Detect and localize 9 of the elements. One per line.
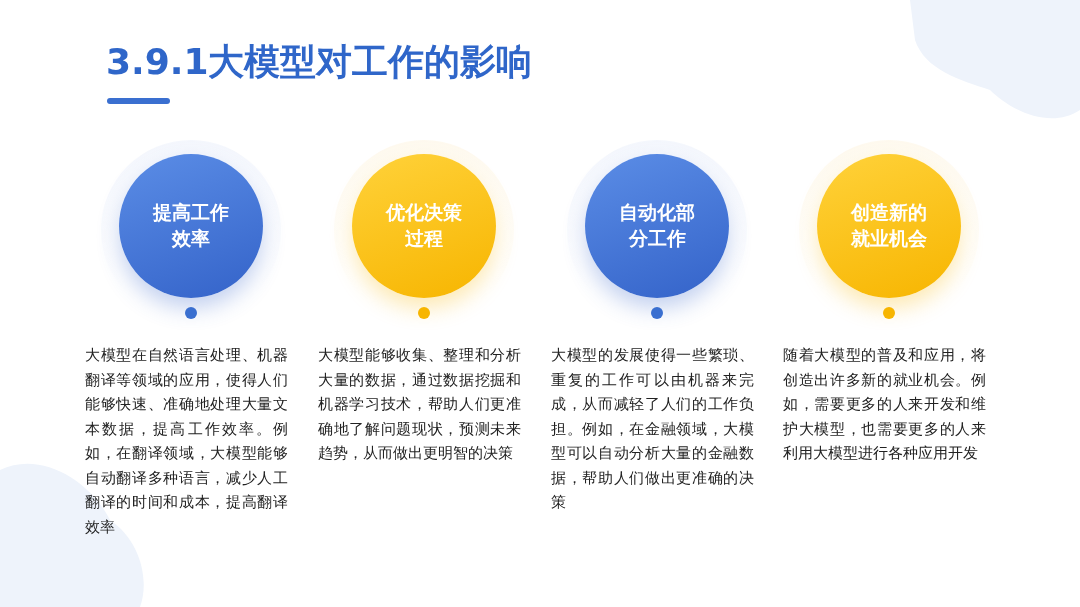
topic-title: 自动化部分工作	[618, 200, 696, 251]
description-text: 大模型在自然语言处理、机器翻译等领域的应用，使得人们能够快速、准确地处理大量文本数据，提高工作效率。例如，在翻译领域，大模型能够自动翻译多种语言，减少人工翻译的时间和成本，提高翻译效率	[85, 345, 288, 538]
topic-title: 提高工作效率	[151, 200, 230, 251]
topic-title: 优化决策过程	[384, 200, 463, 251]
description-text: 大模型能够收集、整理和分析大量的数据，通过数据挖掘和机器学习技术，帮助人们更准确地了解问题现状，预测未来趋势，从而做出更明智的决策	[318, 345, 521, 464]
slide-title: 3.9.1大模型对工作的影响	[106, 40, 533, 84]
description-text: 随着大模型的普及和应用，将创造出许多新的就业机会。例如，需要更多的人来开发和维护大模型，也需要更多的人来利用大模型进行各种应用开发	[783, 345, 986, 464]
topic-title: 创造新的就业机会	[849, 200, 928, 251]
description-text: 大模型的发展使得一些繁琐、重复的工作可以由机器来完成，从而减轻了人们的工作负担。例如，在金融领域，大模型可以自动分析大量的金融数据，帮助人们做出更准确的决策	[551, 345, 754, 513]
